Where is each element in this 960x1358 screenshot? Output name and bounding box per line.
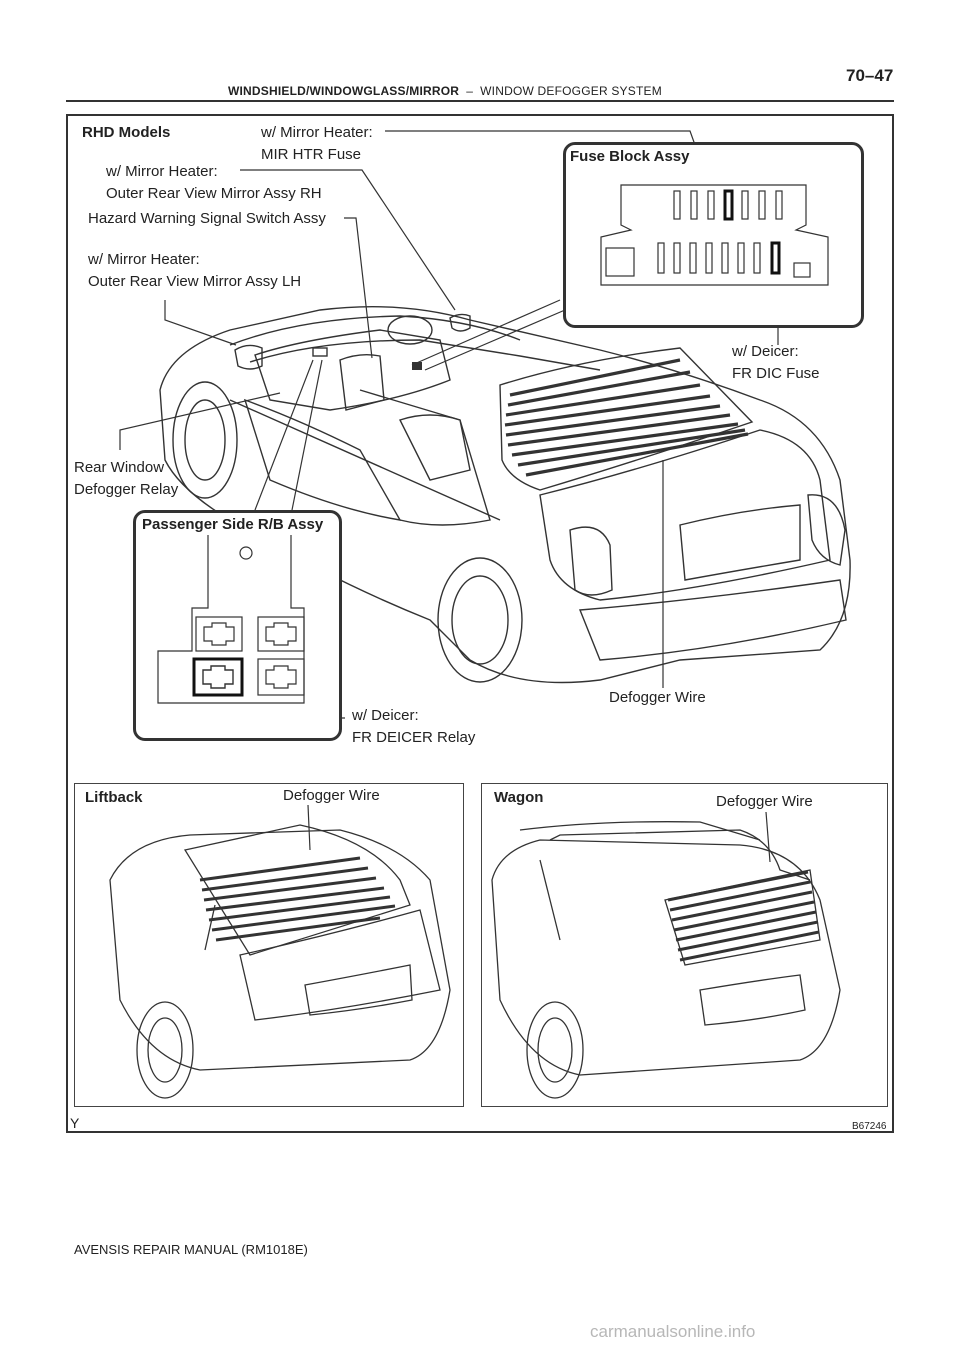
liftback-panel: Liftback Defogger Wire [74,783,464,1107]
page-number: 70–47 [846,66,894,85]
manual-footer: AVENSIS REPAIR MANUAL (RM1018E) [74,1242,308,1257]
header-rule [66,100,894,102]
mirror-rh-label-line2: Outer Rear View Mirror Assy RH [106,185,322,202]
mirror-lh-label-line2: Outer Rear View Mirror Assy LH [88,273,302,290]
mirror-rh-label-line1: w/ Mirror Heater: [106,163,218,180]
defogger-wire-label-main: Defogger Wire [609,689,706,706]
fr-dic-label-line1: w/ Deicer: [732,343,799,360]
header-separator: – [466,84,474,98]
relay-block-drawing [157,535,305,704]
watermark: carmanualsonline.info [590,1322,756,1341]
fr-dic-label-line2: FR DIC Fuse [732,365,820,382]
passenger-rb-callout: Passenger Side R/B Assy [133,510,342,741]
rhd-models-title: RHD Models [82,124,171,141]
wagon-panel: Wagon Defogger Wire [481,783,888,1107]
fuse-block-callout: Fuse Block Assy [563,142,864,328]
liftback-title: Liftback [85,789,143,806]
wagon-title: Wagon [494,789,544,806]
running-header: WINDSHIELD/WINDOWGLASS/MIRROR – WINDOW D… [228,84,662,98]
fuse-block-title: Fuse Block Assy [570,148,690,165]
fuse-block-drawing [600,184,829,286]
header-subsection: WINDOW DEFOGGER SYSTEM [480,84,662,98]
figure-code: B67246 [852,1121,887,1132]
hazard-switch-label: Hazard Warning Signal Switch Assy [88,210,326,227]
wagon-defogger-wire-label: Defogger Wire [716,793,813,810]
fr-deicer-label-line1: w/ Deicer: [352,707,419,724]
passenger-rb-title: Passenger Side R/B Assy [142,516,324,533]
rear-relay-label-line2: Defogger Relay [74,481,179,498]
mir-htr-label-line2: MIR HTR Fuse [261,146,362,163]
header-section: WINDSHIELD/WINDOWGLASS/MIRROR [228,84,460,98]
liftback-defogger-wire-label: Defogger Wire [283,787,380,804]
mirror-lh-label-line1: w/ Mirror Heater: [88,251,200,268]
figure-frame [66,114,894,1133]
mir-htr-label-line1: w/ Mirror Heater: [261,124,373,141]
rear-relay-label-line1: Rear Window [74,459,165,476]
fr-deicer-label-line2: FR DEICER Relay [352,729,476,746]
corner-mark: Y [70,1115,80,1131]
